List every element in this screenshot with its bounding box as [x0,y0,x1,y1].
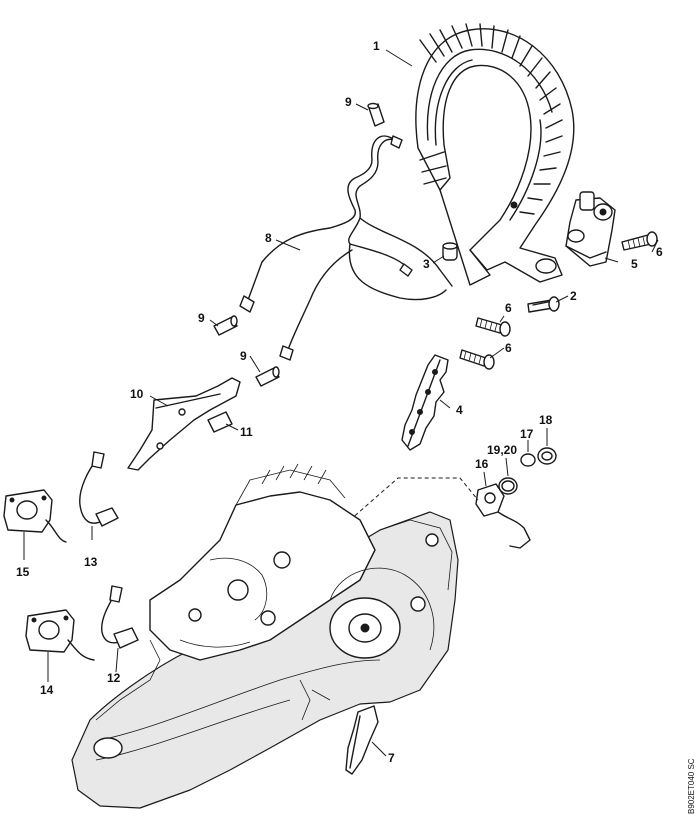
callout-9-left: 9 [198,311,205,325]
part-11-clip[interactable] [207,411,233,433]
callout-18: 18 [539,413,553,427]
callout-6-mid: 6 [505,301,512,315]
part-19-20-o-ring[interactable] [498,477,518,495]
callout-10: 10 [130,387,144,401]
callout-14: 14 [40,683,54,697]
part-6-screw-right[interactable] [621,231,658,251]
callout-15: 15 [16,565,30,579]
chainsaw-housing [71,463,459,809]
part-16-switch[interactable] [475,483,531,549]
part-2-screw[interactable] [527,296,560,313]
part-3-sleeve[interactable] [442,242,458,261]
callout-13: 13 [84,555,98,569]
callout-9-lower: 9 [240,349,247,363]
callout-17: 17 [520,427,534,441]
part-9-sleeve-left[interactable] [213,315,238,336]
callout-3: 3 [423,257,430,271]
callout-7: 7 [388,751,395,765]
assembly-dashed-line [317,477,479,549]
leader-lines [23,49,659,757]
part-17-ring[interactable] [520,453,536,467]
part-5-bracket[interactable] [565,191,616,267]
callout-12: 12 [107,671,121,685]
part-9-sleeve-lower[interactable] [255,366,280,387]
callout-11: 11 [240,425,253,439]
part-10-guide-plate[interactable] [127,377,241,471]
part-1-handlebar[interactable] [415,23,575,286]
part-18-ring[interactable] [537,447,557,465]
callout-19-20: 19,20 [487,443,517,457]
callout-5: 5 [631,257,638,271]
callout-1: 1 [373,39,380,53]
part-15-flange[interactable] [3,489,67,543]
part-6-screw-lower[interactable] [459,349,495,370]
callout-6-right: 6 [656,245,663,259]
callout-8: 8 [265,231,272,245]
part-12-heater-lower[interactable] [101,585,139,649]
drawing-code: B902ET040 SC [687,758,696,814]
part-6-screw-mid[interactable] [475,317,511,337]
callout-16: 16 [475,457,489,471]
part-4-grip-element[interactable] [401,354,449,451]
callout-labels: 1 9 8 3 5 6 2 6 6 9 9 10 4 11 18 17 19,2… [16,39,663,765]
part-8-wiring-harness[interactable] [239,135,453,361]
callout-2: 2 [570,289,577,303]
part-13-heater-upper[interactable] [79,451,119,527]
callout-4: 4 [456,403,463,417]
part-9-sleeve-top[interactable] [367,102,385,127]
part-14-flange[interactable] [25,609,95,661]
part-7-cover[interactable] [345,705,379,775]
callout-6-lower: 6 [505,341,512,355]
callout-9-top: 9 [345,95,352,109]
